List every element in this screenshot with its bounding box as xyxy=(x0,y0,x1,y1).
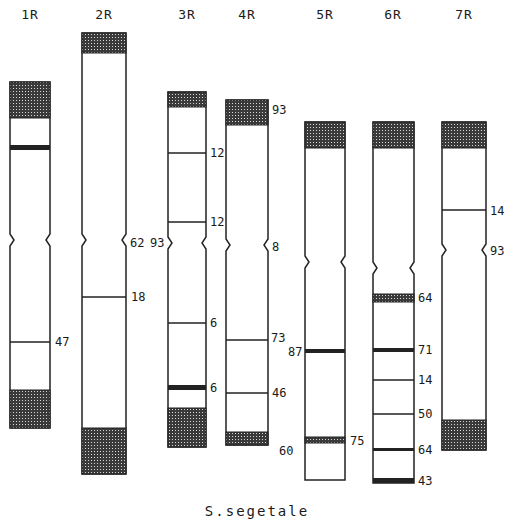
band-number: 73 xyxy=(271,331,285,345)
band-number: 6 xyxy=(210,316,217,330)
heterochromatin-block xyxy=(82,428,126,474)
band-number: 46 xyxy=(272,386,286,400)
heterochromatin-block xyxy=(442,420,486,450)
chromosome-1r xyxy=(10,82,50,428)
band-line xyxy=(168,152,206,154)
heterochromatin-block xyxy=(168,408,206,447)
chromosome-label: 2R xyxy=(95,8,113,22)
chromosome-label: 5R xyxy=(316,8,334,22)
heterochromatin-band xyxy=(373,294,414,302)
band-number: 93 xyxy=(150,236,164,250)
band-number: 12 xyxy=(210,215,224,229)
dark-band xyxy=(373,348,414,352)
chromosome-label: 6R xyxy=(384,8,402,22)
band-number: 12 xyxy=(210,146,224,160)
band-number: 93 xyxy=(490,244,504,258)
heterochromatin-block xyxy=(10,390,50,428)
band-number: 14 xyxy=(490,204,504,218)
band-number: 71 xyxy=(418,343,432,357)
chromosome-label: 7R xyxy=(455,8,473,22)
band-line xyxy=(82,296,126,298)
band-number: 50 xyxy=(418,407,432,421)
heterochromatin-band xyxy=(305,437,345,443)
band-line xyxy=(226,392,268,394)
band-line xyxy=(373,413,414,415)
chromosome-5r xyxy=(305,122,345,480)
dark-band xyxy=(305,349,345,353)
band-number: 43 xyxy=(418,474,432,488)
band-number: 14 xyxy=(418,373,432,387)
dark-band xyxy=(10,145,50,150)
band-number: 64 xyxy=(418,291,432,305)
band-line xyxy=(168,322,206,324)
band-number: 87 xyxy=(288,345,302,359)
chromosome-label: 1R xyxy=(21,8,39,22)
band-number: 93 xyxy=(272,103,286,117)
band-line xyxy=(10,341,50,343)
dark-band xyxy=(373,448,414,451)
chromosome-2r xyxy=(82,33,126,474)
band-number: 47 xyxy=(55,335,69,349)
dark-band xyxy=(373,478,414,483)
chromosome-6r xyxy=(373,122,414,483)
chromosome-3r xyxy=(168,92,206,447)
band-number: 62 xyxy=(130,236,144,250)
band-number: 60 xyxy=(279,444,293,458)
heterochromatin-block xyxy=(226,432,268,445)
heterochromatin-block xyxy=(226,100,268,125)
chromosome-label: 4R xyxy=(238,8,256,22)
heterochromatin-block xyxy=(82,33,126,53)
chromosome-label: 3R xyxy=(178,8,196,22)
band-line xyxy=(442,209,486,211)
band-line xyxy=(226,339,268,341)
heterochromatin-block xyxy=(442,122,486,148)
band-number: 18 xyxy=(131,290,145,304)
heterochromatin-block xyxy=(305,122,345,148)
band-number: 64 xyxy=(418,443,432,457)
species-caption: S.segetale xyxy=(205,504,309,518)
band-number: 75 xyxy=(350,434,364,448)
dark-band xyxy=(168,385,206,390)
heterochromatin-block xyxy=(168,92,206,107)
heterochromatin-block xyxy=(10,82,50,118)
chromosome-7r xyxy=(442,122,486,450)
band-line xyxy=(373,379,414,381)
chromosome-4r xyxy=(226,100,268,445)
band-number: 8 xyxy=(272,240,279,254)
band-line xyxy=(168,221,206,223)
band-number: 6 xyxy=(210,381,217,395)
heterochromatin-block xyxy=(373,122,414,148)
